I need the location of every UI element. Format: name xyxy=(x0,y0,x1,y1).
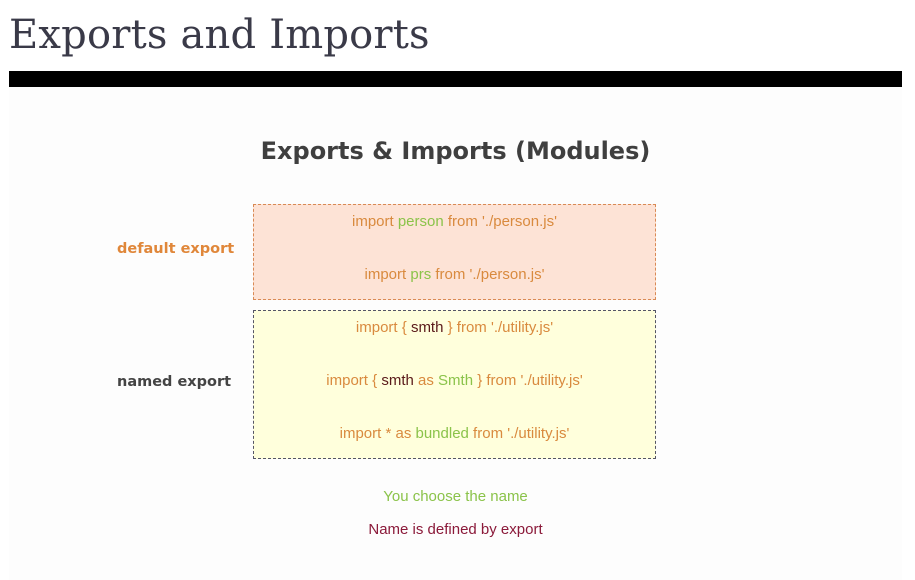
named-export-import-token-keyword: from './utility.js' xyxy=(468,425,570,442)
named-export-import-token-keyword: } from './utility.js' xyxy=(473,372,583,389)
named-export-import-token-defined: smth xyxy=(381,372,414,389)
slide-heading: Exports & Imports (Modules) xyxy=(260,137,651,165)
legend-defined-name: Name is defined by export xyxy=(368,521,543,538)
default-export-import-token-chosen: prs xyxy=(410,266,432,283)
named-export-import-line: import { smth as Smth } from './utility.… xyxy=(254,372,655,389)
default-export-import-token-keyword: from './person.js' xyxy=(443,213,557,230)
default-export-import-token-keyword: import xyxy=(364,266,411,283)
default-export-box: import person from './person.js'import p… xyxy=(253,204,656,300)
default-export-import-token-chosen: person xyxy=(397,213,444,230)
named-export-box: import { smth } from './utility.js'impor… xyxy=(253,310,656,459)
named-export-import-token-keyword: } from './utility.js' xyxy=(443,319,554,336)
named-export-import-token-defined: smth xyxy=(410,319,444,336)
named-export-import-token-keyword: import { xyxy=(326,372,382,389)
named-export-label: named export xyxy=(117,374,232,390)
default-export-import-line: import prs from './person.js' xyxy=(254,266,655,283)
named-export-import-token-chosen: Smth xyxy=(438,372,474,389)
page-title: Exports and Imports xyxy=(9,12,430,58)
named-export-import-token-chosen: bundled xyxy=(415,425,469,442)
named-export-import-line: import { smth } from './utility.js' xyxy=(254,319,655,336)
title-underline-bar xyxy=(9,71,902,87)
slide-image: Exports & Imports (Modules) default expo… xyxy=(9,87,902,580)
named-export-import-token-keyword: as xyxy=(413,372,439,389)
default-export-import-token-keyword: import xyxy=(352,213,398,230)
legend-chosen-name: You choose the name xyxy=(383,488,528,505)
named-export-import-line: import * as bundled from './utility.js' xyxy=(254,425,655,442)
default-export-import-line: import person from './person.js' xyxy=(254,213,655,230)
named-export-import-token-keyword: import * as xyxy=(339,425,416,442)
default-export-label: default export xyxy=(117,241,235,257)
named-export-import-token-keyword: import { xyxy=(355,319,411,336)
default-export-import-token-keyword: from './person.js' xyxy=(431,266,545,283)
